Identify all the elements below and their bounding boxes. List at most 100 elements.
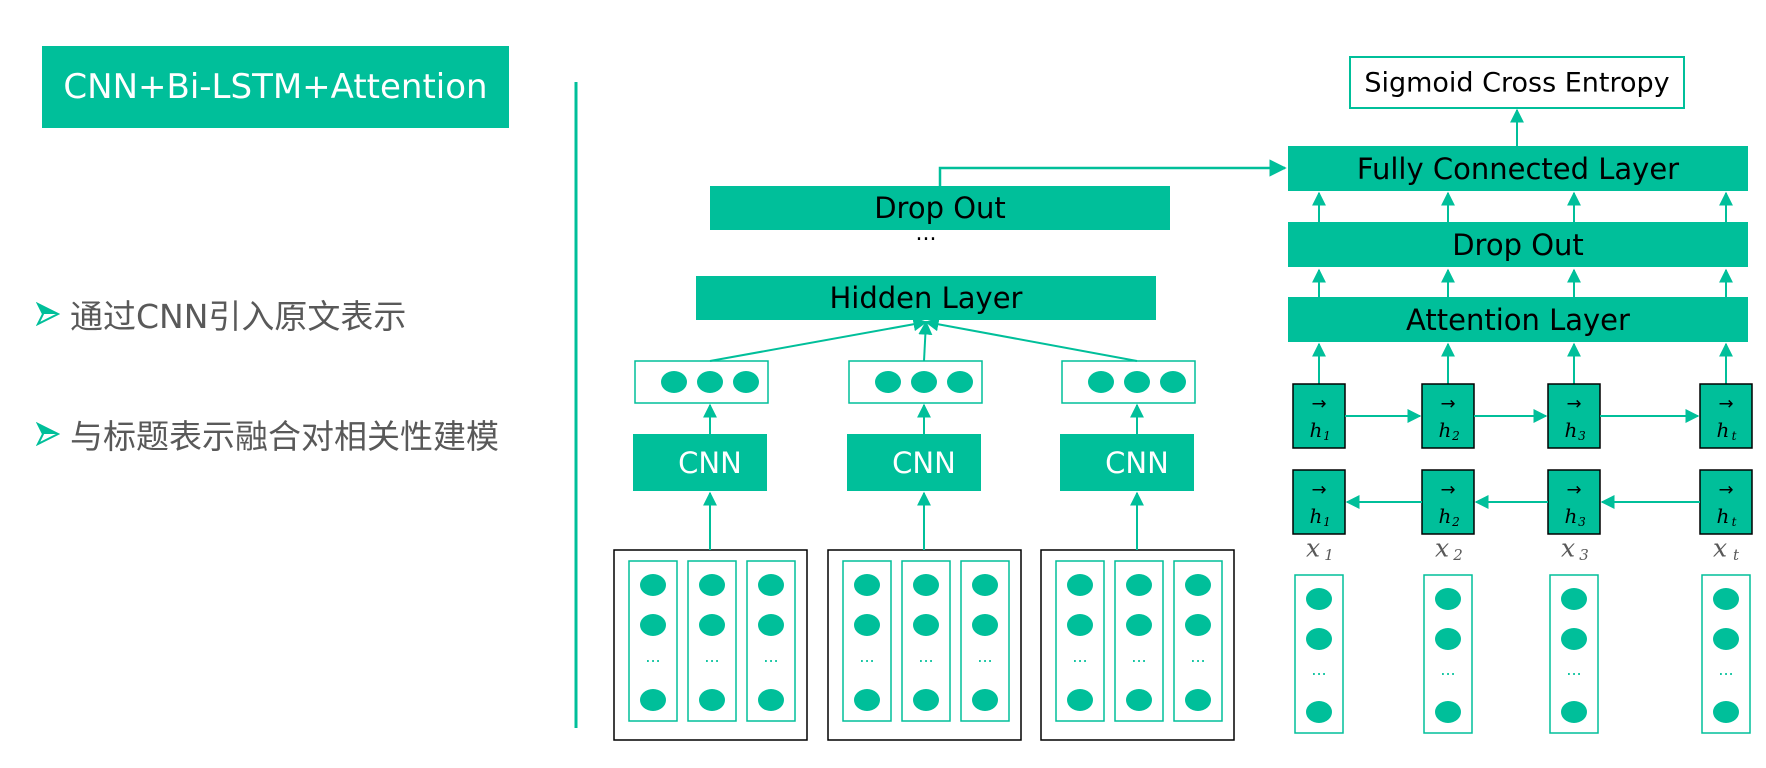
feature-map-box	[1061, 360, 1196, 404]
cnn-block	[1060, 434, 1194, 491]
cell-ellipsis: ···	[1311, 665, 1326, 684]
neuron	[1435, 588, 1461, 610]
word-vector-column	[842, 560, 892, 722]
title-text: CNN+Bi-LSTM+Attention	[63, 67, 488, 107]
hidden-layer-block	[696, 276, 1156, 320]
loss-box	[1349, 56, 1685, 109]
neuron	[913, 689, 939, 711]
hidden-symbol: h	[1717, 504, 1730, 528]
forward-hidden-state	[1547, 383, 1601, 449]
triangle-arrow-icon	[36, 422, 60, 446]
word-vector-column	[960, 560, 1010, 722]
neuron	[1713, 701, 1739, 723]
neuron	[1561, 588, 1587, 610]
neuron	[1067, 574, 1093, 596]
word-vector-column	[1114, 560, 1164, 722]
neuron	[1185, 574, 1211, 596]
fc-label: Fully Connected Layer	[1357, 152, 1679, 186]
cnn-block	[633, 434, 767, 491]
word-vector-column	[1173, 560, 1223, 722]
bullet-text: 与标题表示融合对相关性建模	[70, 417, 499, 456]
hidden-subscript: 3	[1578, 429, 1586, 443]
vector-arrow: →	[1311, 480, 1326, 501]
neuron	[1561, 701, 1587, 723]
arrow-feature-to-hidden	[709, 317, 928, 362]
neuron	[1185, 614, 1211, 636]
hidden-subscript: 2	[1451, 515, 1460, 529]
cnn-label: CNN	[892, 446, 956, 480]
cell-ellipsis: ···	[918, 652, 933, 671]
neuron	[913, 574, 939, 596]
neuron	[854, 614, 880, 636]
layer-ellipsis: ···	[916, 228, 937, 253]
neuron	[972, 574, 998, 596]
neuron	[1067, 614, 1093, 636]
feature-map-box	[634, 360, 769, 404]
hidden-symbol: h	[1310, 504, 1323, 528]
input-subscript: 1	[1324, 546, 1334, 564]
word-vector-column	[746, 560, 796, 722]
cell-ellipsis: ···	[1566, 665, 1581, 684]
bullet-item: 通过CNN引入原文表示	[36, 290, 406, 338]
neuron	[697, 371, 723, 393]
hidden-symbol: h	[1439, 418, 1452, 442]
neuron	[1124, 371, 1150, 393]
vector-arrow: →	[1718, 480, 1733, 501]
vector-arrow: →	[1718, 394, 1733, 415]
hidden-symbol: h	[1439, 504, 1452, 528]
fully-connected-block	[1288, 146, 1748, 191]
neuron	[1435, 701, 1461, 723]
cnn-label: CNN	[1105, 446, 1169, 480]
hidden-symbol: h	[1310, 418, 1323, 442]
neuron	[1713, 628, 1739, 650]
neuron	[913, 614, 939, 636]
cell-ellipsis: ···	[1440, 665, 1455, 684]
word-vector-column	[687, 560, 737, 722]
neuron	[640, 574, 666, 596]
hidden-subscript: t	[1732, 515, 1737, 529]
neuron	[1185, 689, 1211, 711]
neuron	[1306, 701, 1332, 723]
neuron	[640, 689, 666, 711]
hidden-subscript: 1	[1323, 515, 1331, 529]
neuron	[758, 689, 784, 711]
neuron	[854, 574, 880, 596]
neuron	[1126, 574, 1152, 596]
bullet-item: 与标题表示融合对相关性建模	[36, 410, 499, 458]
neuron	[1126, 689, 1152, 711]
input-symbol: x	[1561, 534, 1575, 563]
bullet-text: 通过CNN引入原文表示	[70, 297, 407, 336]
title-banner: CNN+Bi-LSTM+Attention	[42, 46, 509, 128]
arrow-feature-to-hidden	[918, 320, 933, 362]
arrow-dropout-to-fc	[938, 159, 1287, 186]
loss-label: Sigmoid Cross Entropy	[1364, 68, 1669, 99]
neuron	[758, 574, 784, 596]
neuron	[911, 371, 937, 393]
feature-map-box	[848, 360, 983, 404]
cell-ellipsis: ···	[1718, 665, 1733, 684]
word-vector-column	[901, 560, 951, 722]
neuron	[1126, 614, 1152, 636]
input-subscript: 3	[1579, 546, 1589, 564]
cell-ellipsis: ···	[645, 652, 660, 671]
attention-label: Attention Layer	[1406, 303, 1630, 337]
neuron	[758, 614, 784, 636]
cell-ellipsis: ···	[1131, 652, 1146, 671]
attention-block	[1288, 297, 1748, 342]
neuron	[1306, 628, 1332, 650]
neuron	[1306, 588, 1332, 610]
vector-arrow: →	[1440, 394, 1455, 415]
input-embedding-column	[1549, 574, 1599, 734]
neuron	[640, 614, 666, 636]
neuron	[947, 371, 973, 393]
forward-hidden-state	[1292, 383, 1346, 449]
neuron	[1713, 588, 1739, 610]
hidden-symbol: h	[1717, 418, 1730, 442]
cnn-dropout-label: Drop Out	[874, 191, 1006, 225]
cell-ellipsis: ···	[763, 652, 778, 671]
hidden-symbol: h	[1565, 504, 1578, 528]
neuron	[875, 371, 901, 393]
neuron	[699, 689, 725, 711]
neuron	[1561, 628, 1587, 650]
backward-hidden-state	[1292, 469, 1346, 535]
